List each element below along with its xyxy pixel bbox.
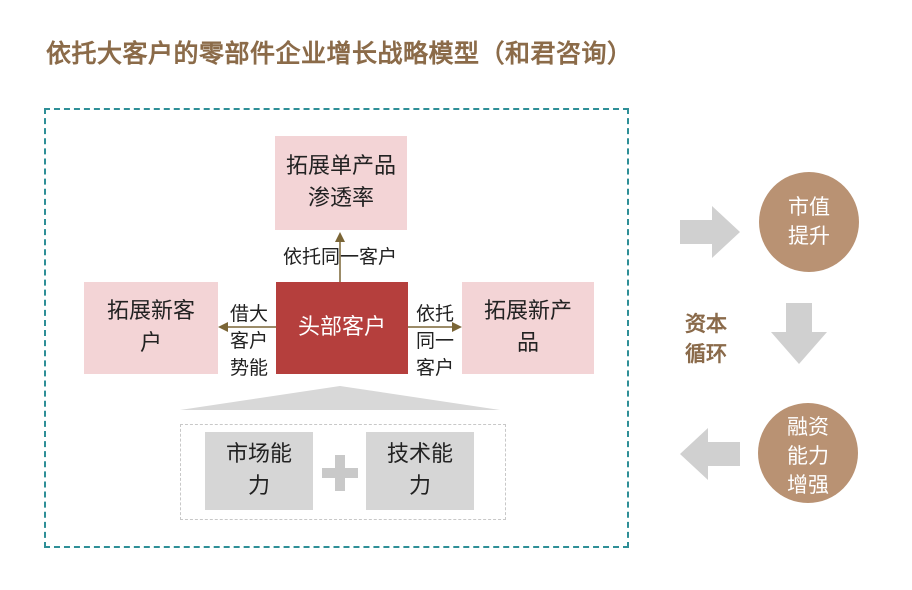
financing-circle: 融资能力增强 (758, 403, 858, 503)
down-arrow-icon (771, 303, 827, 364)
plus-icon-v (335, 455, 345, 491)
page-title: 依托大客户的零部件企业增长战略模型（和君咨询） (46, 39, 633, 68)
up-arrowhead (335, 232, 345, 242)
left-arrowhead (218, 322, 228, 332)
right-arrowhead (452, 322, 462, 332)
label-up: 依托同一客户 (282, 246, 397, 268)
node-right-new-product: 拓展新产品 (462, 282, 594, 374)
node-tech-label: 技术能力 (386, 442, 453, 499)
node-market-label: 市场能力 (225, 442, 292, 499)
node-top-label: 拓展单产品渗透率 (285, 154, 396, 211)
node-top-penetration: 拓展单产品渗透率 (275, 136, 407, 230)
node-tech-capability: 技术能力 (366, 432, 474, 510)
left-arrow-icon (680, 428, 740, 480)
capability-container (180, 424, 506, 520)
node-center-label: 头部客户 (297, 315, 386, 340)
capital-cycle-caption: 资本循环 (685, 312, 727, 366)
financing-label: 融资能力增强 (787, 414, 829, 497)
node-market-capability: 市场能力 (205, 432, 313, 510)
node-left-new-customer: 拓展新客户 (84, 282, 218, 374)
valuation-circle: 市值提升 (759, 172, 859, 272)
node-center-head-customer: 头部客户 (276, 282, 408, 374)
model-frame (44, 108, 629, 548)
valuation-label: 市值提升 (788, 195, 830, 248)
node-right-label: 拓展新产品 (483, 299, 572, 356)
label-left: 借大客户势能 (229, 303, 268, 379)
node-left-label: 拓展新客户 (106, 299, 195, 356)
right-arrow-icon (680, 206, 740, 258)
support-trapezoid (180, 386, 500, 410)
label-right: 依托同一客户 (415, 303, 454, 379)
